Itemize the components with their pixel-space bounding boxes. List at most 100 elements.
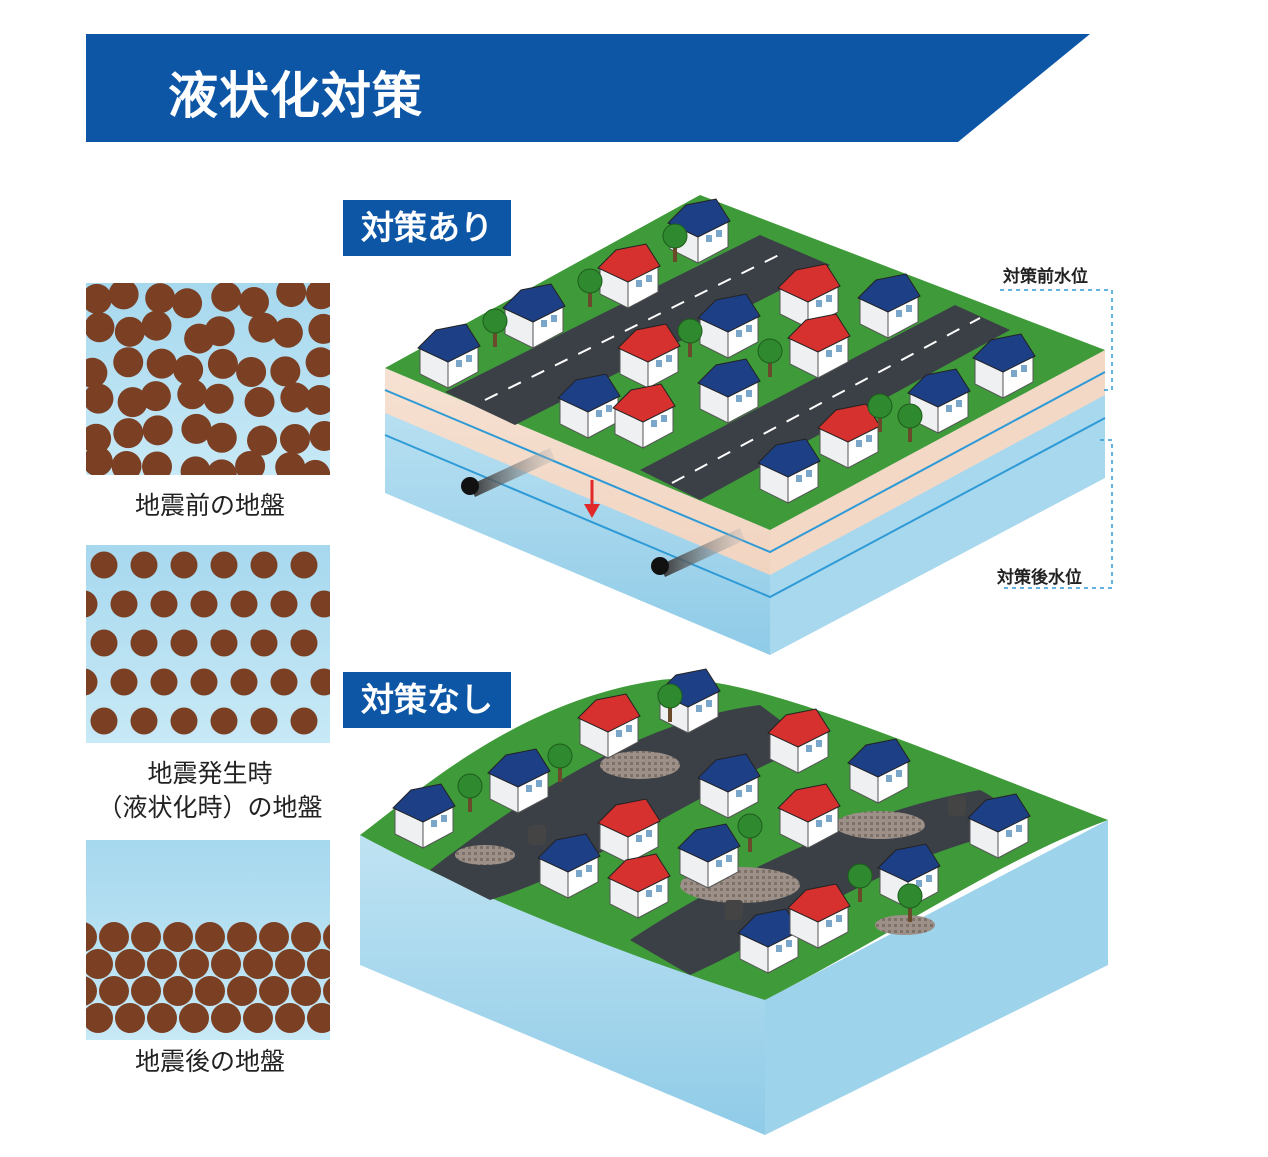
soil-grain (291, 922, 321, 952)
soil-grain (170, 707, 198, 735)
tree (677, 318, 703, 357)
tree (737, 813, 763, 852)
soil-grain (195, 922, 225, 952)
house (392, 783, 456, 849)
tree (897, 883, 923, 922)
house (597, 243, 661, 309)
soil-grain (86, 668, 98, 696)
soil-grain (115, 1003, 145, 1033)
soil-grain (275, 452, 306, 475)
house (817, 403, 881, 469)
soil-grain (110, 590, 138, 618)
soil-grain (279, 424, 310, 455)
soil-grain (180, 456, 211, 475)
soil-grain (108, 283, 139, 310)
tree (577, 268, 603, 307)
house (677, 823, 741, 889)
sand-boil (875, 915, 935, 935)
house (607, 853, 671, 919)
house (967, 793, 1031, 859)
water-level-before-line (384, 371, 1106, 554)
soil-grain (111, 451, 142, 475)
soil-grain (247, 425, 278, 456)
label-water-level-after: 対策後水位 (997, 568, 1082, 588)
soil-grain (86, 357, 108, 388)
soil-grain (227, 976, 257, 1006)
house (417, 323, 481, 389)
soil-grain (173, 354, 204, 385)
soil-grain (131, 976, 161, 1006)
soil-grain (179, 1003, 209, 1033)
house (972, 333, 1036, 399)
soil-grain (130, 707, 158, 735)
soil-grain (86, 383, 114, 414)
soil-grain (114, 316, 145, 347)
soil-grain (86, 423, 112, 454)
soil-grain (86, 446, 113, 475)
soil-grain (270, 668, 298, 696)
soil-grain (210, 629, 238, 657)
soil-grain (90, 551, 118, 579)
soil-grain (131, 922, 161, 952)
soil-grain (99, 922, 129, 952)
soil-grain (250, 707, 278, 735)
tree (897, 403, 923, 442)
house (597, 798, 661, 864)
soil-grain (310, 590, 330, 618)
soil-grain (272, 317, 303, 348)
soil-grain (86, 590, 98, 618)
soil-grain (309, 420, 330, 451)
road-cracked (430, 705, 810, 900)
soil-grain (238, 286, 269, 317)
soil-grain (130, 551, 158, 579)
soil-grain (270, 590, 298, 618)
soil-grain (259, 922, 289, 952)
soil-grain (210, 551, 238, 579)
sand-boil (600, 751, 680, 779)
soil-grain (177, 379, 208, 410)
house (697, 358, 761, 424)
soil-grain (248, 312, 279, 343)
tag-with-measures: 対策あり (343, 200, 511, 256)
soil-grain (163, 922, 193, 952)
soil-grain (117, 387, 148, 418)
uplifted-manhole (948, 796, 966, 816)
tree (662, 223, 688, 262)
soil-grain (305, 384, 330, 415)
sand-boil (455, 845, 515, 865)
soil-grain (210, 707, 238, 735)
soil-grain (150, 590, 178, 618)
house (787, 883, 851, 949)
house (557, 373, 621, 439)
soil-grain (244, 387, 275, 418)
soil-grain (310, 668, 330, 696)
soil-grain (86, 922, 97, 952)
soil-grain (113, 347, 144, 378)
soil-grain (230, 668, 258, 696)
soil-grain (290, 629, 318, 657)
houses (392, 198, 1036, 974)
soil-grain (147, 949, 177, 979)
house (577, 693, 641, 759)
caption-during-2: （液状化時）の地盤 (97, 793, 323, 822)
soil-grain (211, 283, 242, 312)
soil-grain (181, 413, 212, 444)
drain-pipe (470, 448, 555, 497)
soil-grain (275, 949, 305, 979)
caption-before: 地震前の地盤 (134, 491, 285, 520)
tag-without-measures: 対策なし (343, 672, 511, 728)
soil-grain (230, 590, 258, 618)
soil-grain (150, 668, 178, 696)
soil-grain (305, 283, 330, 310)
house (767, 708, 831, 774)
tree (657, 683, 683, 722)
title-banner: 液状化対策 (86, 34, 1090, 142)
soil-grain (203, 383, 234, 414)
soil-grain (86, 312, 115, 343)
soil-grain (300, 459, 330, 475)
soil-grain (290, 707, 318, 735)
soil-grain (141, 310, 172, 341)
grains-random (86, 283, 330, 475)
soil-grain (115, 949, 145, 979)
